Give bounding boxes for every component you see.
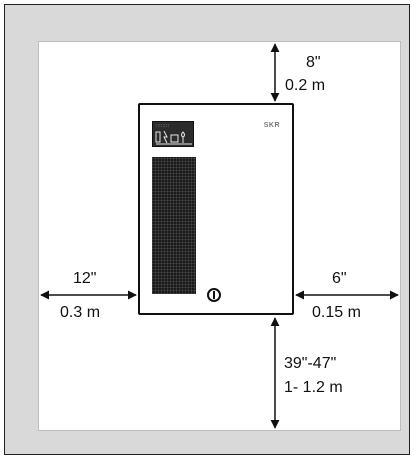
cabinet: :::::::: SKR [138,103,294,315]
control-display: :::::::: [152,121,194,147]
display-title: :::::::: [156,123,170,128]
battery-icon [155,131,161,143]
bottom-clearance-metric: 1- 1.2 m [284,379,343,396]
left-clearance-metric: 0.3 m [60,304,101,321]
lightning-icon [163,130,168,144]
left-clearance-imperial: 12" [73,270,97,287]
key-lock-icon [207,288,221,302]
ups-icon [170,134,179,143]
top-clearance-metric: 0.2 m [285,77,326,94]
bottom-clearance-imperial: 39"-47" [284,355,337,372]
right-clearance-metric: 0.15 m [312,304,361,321]
top-clearance-imperial: 8" [306,54,321,71]
brand-logo: SKR [263,122,280,129]
right-clearance-imperial: 6" [332,270,347,287]
display-status-icons [155,130,192,145]
ventilation-grille [152,157,196,294]
